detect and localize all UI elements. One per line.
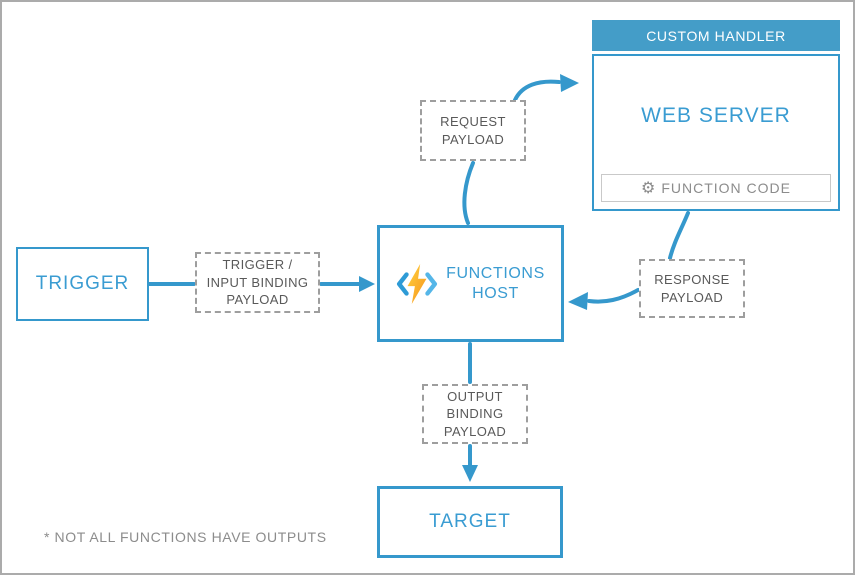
output-payload-label: OUTPUT BINDING PAYLOAD [443, 388, 507, 439]
azure-functions-icon [397, 263, 438, 304]
arrow-webserver-to-response [668, 211, 690, 260]
arrowhead-to-webserver [560, 74, 579, 92]
request-payload-label: REQUEST PAYLOAD [440, 113, 506, 147]
target-label: TARGET [429, 511, 511, 532]
arrowhead-to-host-right [568, 292, 588, 310]
arrowhead-to-target [462, 465, 478, 482]
trigger-label: TRIGGER [35, 273, 130, 294]
output-binding-payload-node: OUTPUT BINDING PAYLOAD [422, 384, 528, 444]
custom-handler-title: CUSTOM HANDLER [646, 27, 786, 44]
arrow-request-to-webserver [513, 79, 561, 102]
target-node: TARGET [377, 486, 563, 558]
footnote: * NOT ALL FUNCTIONS HAVE OUTPUTS [44, 529, 327, 545]
trigger-input-binding-payload-node: TRIGGER / INPUT BINDING PAYLOAD [195, 252, 320, 313]
response-payload-node: RESPONSE PAYLOAD [639, 259, 745, 318]
arrowhead-to-host [359, 276, 375, 292]
function-code-node: ⚙ FUNCTION CODE [601, 174, 831, 202]
trigger-payload-label: TRIGGER / INPUT BINDING PAYLOAD [206, 257, 309, 308]
web-server-label: WEB SERVER [641, 104, 791, 127]
request-payload-node: REQUEST PAYLOAD [420, 100, 526, 161]
arrow-response-to-host [587, 288, 640, 304]
web-server-node: WEB SERVER ⚙ FUNCTION CODE [592, 54, 840, 211]
arrow-host-to-request [462, 161, 475, 225]
response-payload-label: RESPONSE PAYLOAD [654, 271, 730, 305]
function-code-label: FUNCTION CODE [661, 180, 791, 196]
custom-handler-header: CUSTOM HANDLER [592, 20, 840, 51]
gear-icon: ⚙ [640, 178, 657, 197]
functions-host-label: FUNCTIONS HOST [446, 264, 545, 302]
trigger-node: TRIGGER [16, 247, 149, 321]
functions-host-node: FUNCTIONS HOST [377, 225, 564, 342]
